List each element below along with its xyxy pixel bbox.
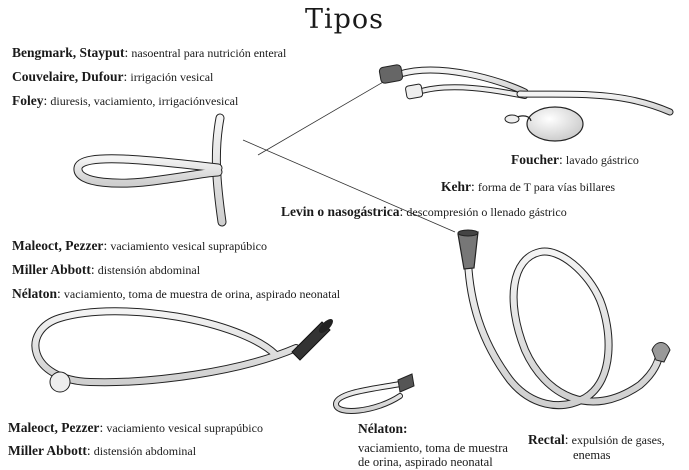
label-maleoct-bottom-name: Maleoct, Pezzer <box>8 420 99 435</box>
label-rectal-desc-2: enemas <box>573 448 610 463</box>
label-rectal: Rectal: expulsión de gases, <box>528 432 665 448</box>
nelaton-small-catheter <box>336 374 414 411</box>
levin-tube <box>458 230 670 405</box>
label-miller-bottom: Miller Abbott: distensión abdominal <box>8 443 196 459</box>
kehr-t-tube <box>78 118 222 222</box>
foley-catheter <box>379 64 670 141</box>
label-nelaton-top-desc: vaciamiento, toma de muestra de orina, a… <box>64 287 340 301</box>
label-levin: Levin o nasogástrica: descompresión o ll… <box>281 204 567 220</box>
label-foley-desc: diuresis, vaciamiento, irrigaciónvesical <box>50 94 238 108</box>
label-couvelaire: Couvelaire, Dufour: irrigación vesical <box>12 69 213 85</box>
label-kehr-desc: forma de T para vías billares <box>478 180 615 194</box>
label-miller-bottom-name: Miller Abbott <box>8 443 87 458</box>
label-miller-top: Miller Abbott: distensión abdominal <box>12 262 200 278</box>
label-maleoct-bottom: Maleoct, Pezzer: vaciamiento vesical sup… <box>8 420 263 436</box>
label-rectal-desc-1: expulsión de gases, <box>572 433 665 447</box>
figure-title: Tipos <box>0 4 689 35</box>
label-miller-top-desc: distensión abdominal <box>98 263 200 277</box>
label-maleoct-top-name: Maleoct, Pezzer <box>12 238 103 253</box>
label-nelaton-bottom: Nélaton: <box>358 421 408 437</box>
label-levin-desc: descompresión o llenado gástrico <box>406 205 566 219</box>
label-foley-name: Foley <box>12 93 44 108</box>
label-rectal-name: Rectal <box>528 432 565 447</box>
label-maleoct-top-desc: vaciamiento vesical suprapúbico <box>110 239 267 253</box>
label-foley: Foley: diuresis, vaciamiento, irrigación… <box>12 93 238 109</box>
label-bengmark: Bengmark, Stayput: nasoentral para nutri… <box>12 45 286 61</box>
label-couvelaire-desc: irrigación vesical <box>130 70 213 84</box>
label-nelaton-top-name: Nélaton <box>12 286 57 301</box>
label-maleoct-bottom-desc: vaciamiento vesical suprapúbico <box>106 421 263 435</box>
label-couvelaire-name: Couvelaire, Dufour <box>12 69 124 84</box>
label-nelaton-bottom-desc-1: vaciamiento, toma de muestra <box>358 441 508 456</box>
label-kehr: Kehr: forma de T para vías billares <box>441 179 615 195</box>
nelaton-long-catheter <box>35 311 335 392</box>
label-foucher-name: Foucher <box>511 152 559 167</box>
label-nelaton-top: Nélaton: vaciamiento, toma de muestra de… <box>12 286 340 302</box>
label-nelaton-bottom-name: Nélaton: <box>358 421 408 436</box>
label-foucher-desc: lavado gástrico <box>566 153 639 167</box>
label-miller-top-name: Miller Abbott <box>12 262 91 277</box>
label-nelaton-bottom-desc-2: de orina, aspirado neonatal <box>358 455 493 470</box>
pointer-line-bengmark <box>258 78 390 155</box>
label-bengmark-desc: nasoentral para nutrición enteral <box>131 46 286 60</box>
label-maleoct-top: Maleoct, Pezzer: vaciamiento vesical sup… <box>12 238 267 254</box>
label-kehr-name: Kehr <box>441 179 471 194</box>
label-miller-bottom-desc: distensión abdominal <box>94 444 196 458</box>
label-bengmark-name: Bengmark, Stayput <box>12 45 125 60</box>
label-levin-name: Levin o nasogástrica <box>281 204 400 219</box>
label-foucher: Foucher: lavado gástrico <box>511 152 639 168</box>
